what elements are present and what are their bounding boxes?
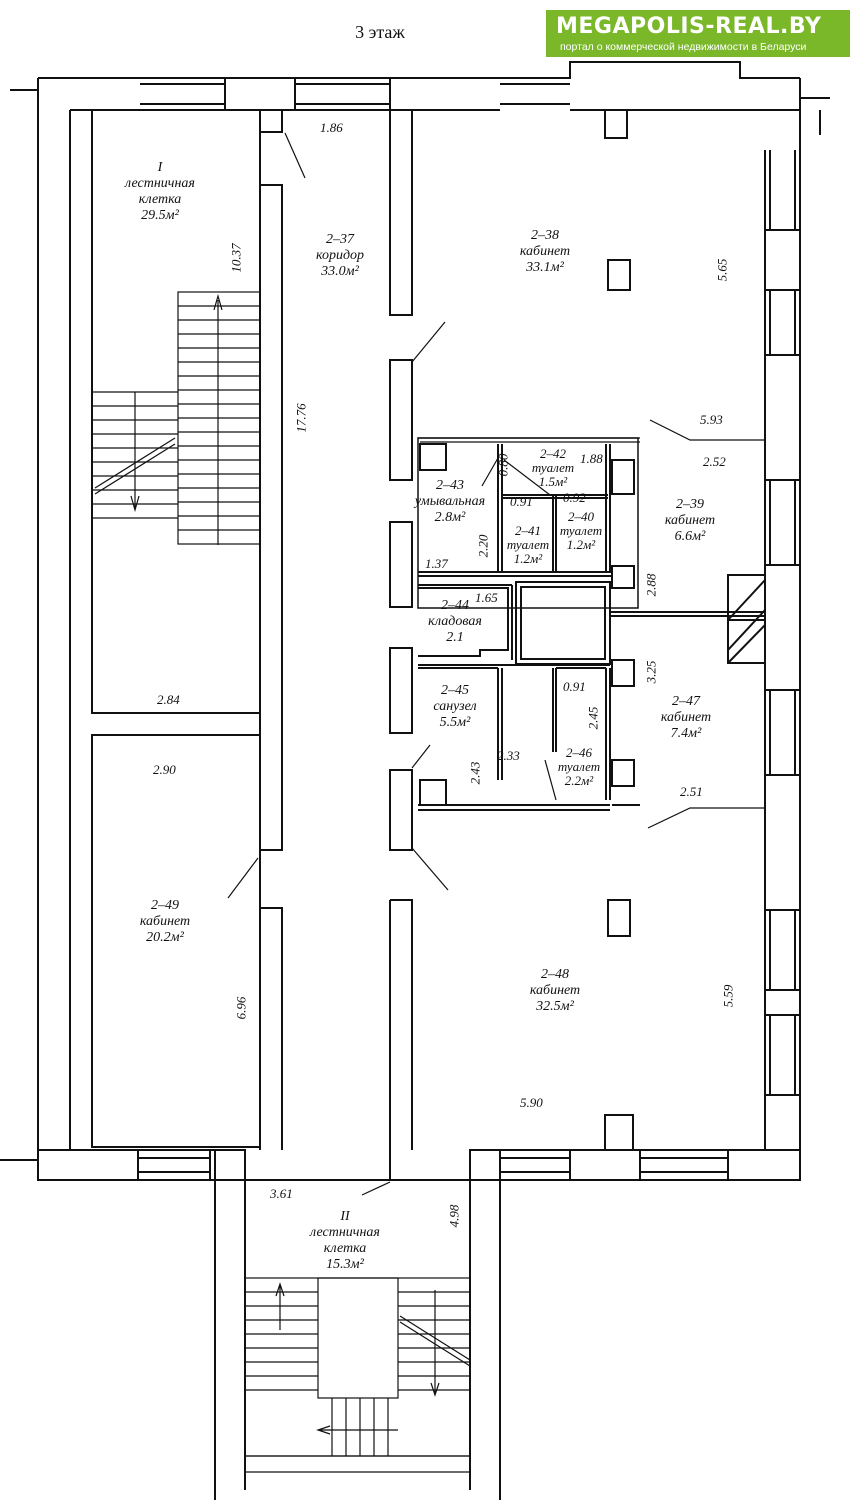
dim-2-84: 2.84 <box>157 692 180 707</box>
dim-2-90: 2.90 <box>153 762 176 777</box>
dim-2-45: 2.45 <box>585 706 601 730</box>
dim-5-65: 5.65 <box>714 258 730 282</box>
stair-2-room <box>214 1150 501 1500</box>
dim-10-37: 10.37 <box>228 243 244 273</box>
dim-0-91-b: 0.91 <box>563 679 586 694</box>
dim-0-80: 0.80 <box>495 453 511 477</box>
dim-0-91-a: 0.91 <box>510 494 533 509</box>
dim-3-61: 3.61 <box>270 1186 293 1201</box>
dim-1-86: 1.86 <box>320 120 343 135</box>
dim-2-33: 2.33 <box>497 748 520 763</box>
dim-6-96: 6.96 <box>233 996 249 1020</box>
brand-tagline: портал о коммерческой недвижимости в Бел… <box>560 41 807 53</box>
dim-4-98: 4.98 <box>446 1204 462 1228</box>
dim-1-65: 1.65 <box>475 590 498 605</box>
corridor-wall-right <box>389 78 413 316</box>
outer-wall-west <box>37 78 71 1150</box>
dim-2-43: 2.43 <box>467 761 483 785</box>
dim-5-93: 5.93 <box>700 412 723 427</box>
brand-logo[interactable]: MEGAPOLIS-REAL.BY портал о коммерческой … <box>546 10 850 57</box>
dim-2-51: 2.51 <box>680 784 703 799</box>
corridor-wall-left <box>259 184 283 851</box>
dim-1-88: 1.88 <box>580 451 603 466</box>
dim-2-20: 2.20 <box>475 534 491 558</box>
dim-2-88: 2.88 <box>643 573 659 597</box>
outer-wall-north <box>38 77 500 111</box>
outer-wall-south <box>38 1149 800 1181</box>
brand-name: MEGAPOLIS-REAL.BY <box>556 14 822 39</box>
dim-2-52: 2.52 <box>703 454 726 469</box>
dim-3-25: 3.25 <box>643 660 659 684</box>
dim-0-92: 0.92 <box>563 490 586 505</box>
dim-17-76: 17.76 <box>293 403 309 433</box>
floor-title: 3 этаж <box>355 22 405 42</box>
dim-5-59: 5.59 <box>720 984 736 1008</box>
dim-1-37: 1.37 <box>425 556 448 571</box>
dim-5-90: 5.90 <box>520 1095 543 1110</box>
